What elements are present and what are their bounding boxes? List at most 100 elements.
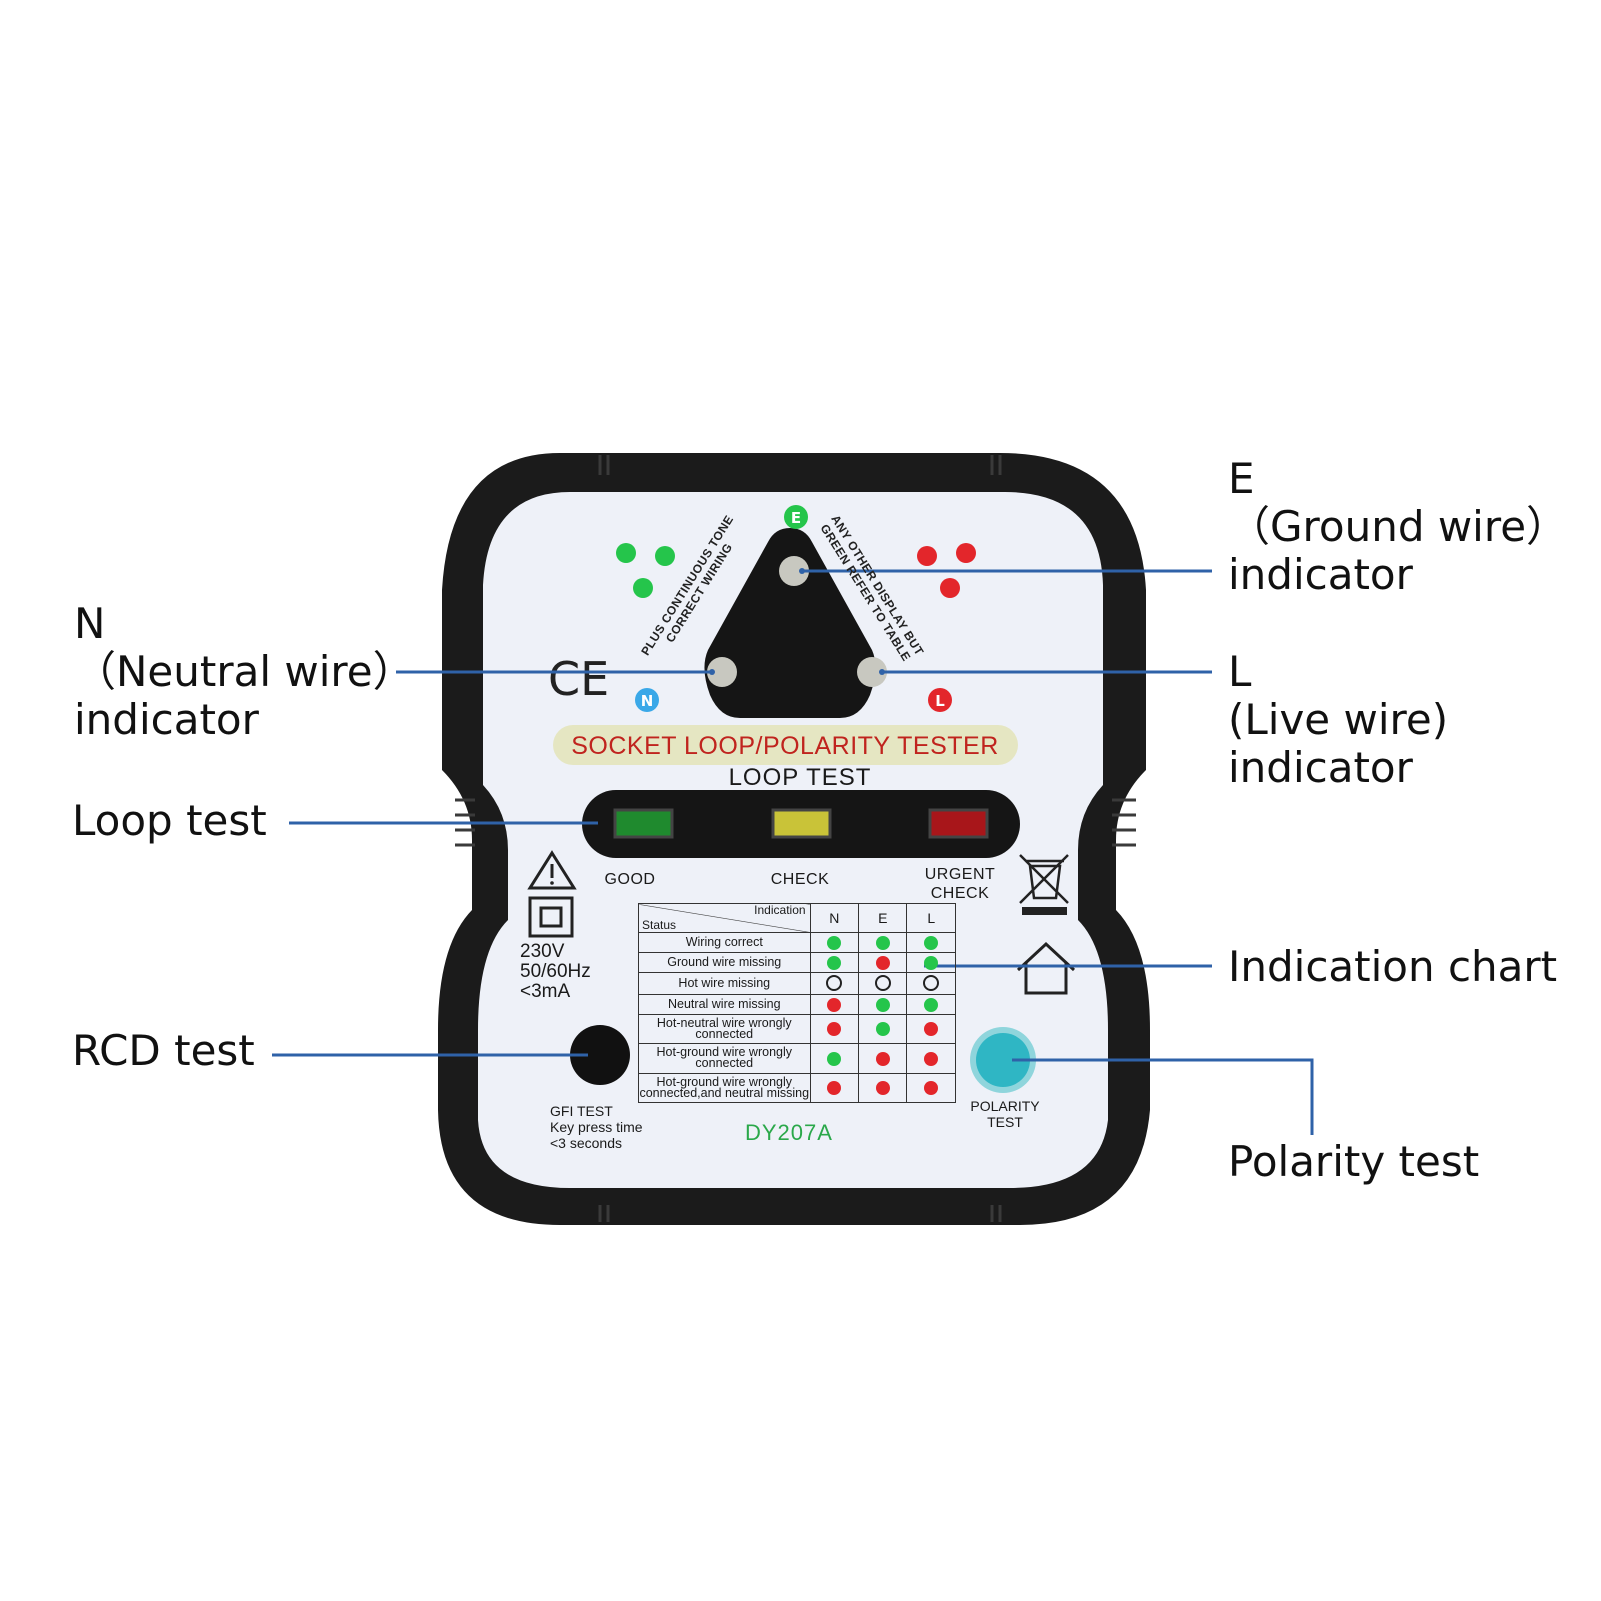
n-badge [635, 688, 659, 712]
chart-indicator-cell [906, 952, 956, 974]
indicator-dot-red [875, 1081, 890, 1096]
polarity-test-button[interactable] [976, 1033, 1030, 1087]
indicator-dot-red [924, 1051, 939, 1066]
chart-indicator-cell [906, 1043, 956, 1074]
callout-rcd-test: RCD test [72, 1026, 255, 1075]
chart-indicator-cell [809, 1072, 860, 1104]
l-indicator-lamp [857, 657, 887, 687]
callout-indication-chart: Indication chart [1228, 942, 1558, 991]
table-row: Hot-ground wire wrongly connected [638, 1043, 956, 1074]
l-badge [928, 688, 952, 712]
chart-status-cell: Ground wire missing [638, 952, 811, 974]
indicator-dot-green [924, 997, 939, 1012]
voltage-rating: 230V 50/60Hz <3mA [520, 941, 591, 1002]
legend-red-led [917, 546, 937, 566]
table-row: Hot-neutral wire wrongly connected [638, 1013, 956, 1045]
n-badge-letter: N [641, 692, 654, 710]
warning-icon [527, 850, 577, 890]
chart-indicator-cell [858, 931, 908, 954]
e-badge [784, 505, 808, 529]
loop-test-title: LOOP TEST [728, 764, 872, 791]
chart-indicator-cell [809, 993, 860, 1015]
loop-led-urgent [928, 808, 989, 839]
e-indicator-lamp [779, 556, 809, 586]
indicator-dot-green [875, 997, 890, 1012]
indicator-dot-green [924, 955, 939, 970]
n-indicator-lamp [707, 657, 737, 687]
indicator-dot-off [923, 975, 940, 992]
loop-label-urgent: URGENT CHECK [924, 866, 996, 902]
title-banner [553, 725, 1018, 765]
chart-indicator-cell [809, 931, 860, 954]
loop-label-check: CHECK [770, 871, 830, 888]
chart-indicator-cell [858, 1072, 908, 1104]
loop-led-check [771, 808, 832, 839]
callout-lines [272, 569, 1314, 1135]
chart-status-cell: Hot wire missing [638, 972, 811, 995]
callout-polarity-test: Polarity test [1228, 1137, 1480, 1186]
chart-indicator-cell [809, 952, 860, 974]
bumper-ridges [455, 455, 1136, 1222]
chart-col-n: N [809, 903, 860, 933]
table-row: Neutral wire missing [638, 993, 956, 1015]
chart-indicator-cell [809, 1043, 860, 1074]
indicator-dot-green [827, 935, 842, 950]
legend-green-led [616, 543, 636, 563]
chart-indicator-cell [858, 952, 908, 974]
gfi-test-label: GFI TEST Key press time <3 seconds [550, 1103, 643, 1151]
loop-led-good [613, 808, 674, 839]
indicator-dot-red [875, 955, 890, 970]
indicator-dot-green [924, 935, 939, 950]
chart-header-status: Status [642, 918, 677, 932]
indicator-dot-green [827, 1051, 842, 1066]
indicator-dot-red [827, 1081, 842, 1096]
loop-label-good: GOOD [604, 871, 656, 888]
indicator-dot-green [875, 935, 890, 950]
e-badge-letter: E [791, 509, 801, 527]
chart-indicator-cell [858, 1013, 908, 1045]
callout-n-indicator: N（Neutral wire）indicator [74, 599, 415, 744]
chart-indicator-cell [809, 972, 860, 995]
legend-green-led [633, 578, 653, 598]
house-icon [1016, 941, 1076, 995]
indicator-dot-red [924, 1081, 939, 1096]
chart-header-indication: Indication [754, 903, 806, 917]
table-row: Wiring correct [638, 931, 956, 954]
polarity-test-label: POLARITY TEST [970, 1098, 1040, 1130]
legend-red-led [940, 578, 960, 598]
chart-status-cell: Wiring correct [638, 931, 811, 954]
chart-col-e: E [858, 903, 908, 933]
callout-l-indicator: L(Live wire)indicator [1228, 647, 1449, 792]
legend-red-led [956, 543, 976, 563]
chart-status-cell: Hot-ground wire wrongly connected,and ne… [638, 1072, 811, 1104]
indicator-dot-red [924, 1022, 939, 1037]
chart-indicator-cell [906, 993, 956, 1015]
chart-indicator-cell [906, 1013, 956, 1045]
indicator-dot-red [827, 997, 842, 1012]
table-row: Ground wire missing [638, 952, 956, 974]
chart-indicator-cell [809, 1013, 860, 1045]
callout-loop-test: Loop test [72, 796, 267, 845]
indicator-dot-red [827, 1022, 842, 1037]
chart-status-cell: Hot-neutral wire wrongly connected [638, 1013, 811, 1045]
rcd-test-button[interactable] [570, 1025, 630, 1085]
table-row: Hot-ground wire wrongly connected,and ne… [638, 1072, 956, 1104]
indicator-dot-off [826, 975, 843, 992]
table-row: Hot wire missing [638, 972, 956, 995]
indicator-dot-green [827, 955, 842, 970]
ce-mark: CE [548, 652, 609, 706]
weee-bin-icon [1019, 854, 1069, 904]
chart-indicator-cell [858, 972, 908, 995]
legend-green-led [655, 546, 675, 566]
model-number: DY207A [745, 1120, 833, 1145]
product-title: SOCKET LOOP/POLARITY TESTER [571, 732, 999, 760]
indicator-dot-off [874, 975, 891, 992]
double-insulation-icon [528, 896, 574, 938]
chart-indicator-cell [906, 1072, 956, 1104]
chart-col-l: L [906, 903, 956, 933]
chart-status-cell: Hot-ground wire wrongly connected [638, 1043, 811, 1074]
